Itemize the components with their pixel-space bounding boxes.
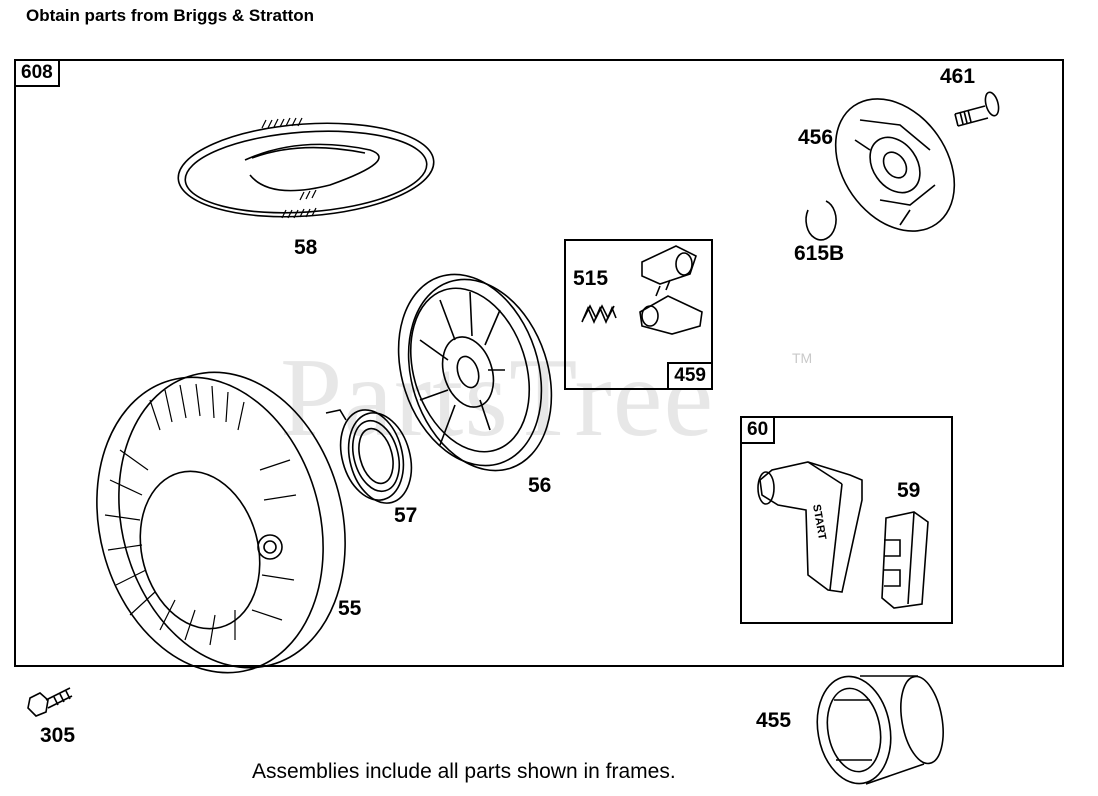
trademark-mark: TM bbox=[792, 350, 813, 366]
spring-part-515 bbox=[581, 304, 617, 325]
footer-note: Assemblies include all parts shown in fr… bbox=[252, 760, 676, 783]
frame-label-459: 459 bbox=[667, 362, 713, 390]
part-number-461: 461 bbox=[940, 65, 976, 88]
part-number-615b: 615B bbox=[794, 242, 845, 265]
insert-part-59 bbox=[881, 511, 929, 609]
part-number-456: 456 bbox=[798, 126, 834, 149]
rope-part-58 bbox=[177, 117, 435, 219]
screw-part-305 bbox=[27, 687, 73, 717]
part-number-305: 305 bbox=[40, 724, 76, 747]
cup-part-455 bbox=[816, 675, 944, 785]
part-number-59: 59 bbox=[897, 479, 921, 502]
housing-part-55 bbox=[96, 371, 346, 674]
spring-part-57 bbox=[325, 409, 413, 504]
frame-label-608: 608 bbox=[14, 59, 60, 87]
part-number-58: 58 bbox=[294, 236, 318, 259]
watermark: PartsTree bbox=[280, 336, 715, 460]
pawl-part-459 bbox=[639, 245, 703, 335]
pulley-part-56 bbox=[397, 273, 553, 472]
part-number-55: 55 bbox=[338, 597, 362, 620]
part-number-57: 57 bbox=[394, 504, 418, 527]
part-number-455: 455 bbox=[756, 709, 792, 732]
ratchet-part-456 bbox=[834, 98, 956, 232]
page-header: Obtain parts from Briggs & Stratton bbox=[26, 6, 315, 25]
assembly-frame-459: 459 bbox=[564, 239, 713, 390]
part-number-56: 56 bbox=[528, 474, 552, 497]
handle-part-60 bbox=[757, 461, 863, 593]
screw-part-461 bbox=[954, 91, 1000, 127]
assembly-frame-60: 60 bbox=[740, 416, 953, 624]
assembly-frame-608: 608 bbox=[14, 59, 1064, 667]
handle-start-text: START bbox=[810, 503, 828, 541]
part-number-515: 515 bbox=[573, 267, 609, 290]
frame-label-60: 60 bbox=[740, 416, 776, 444]
ring-part-615b bbox=[805, 200, 837, 241]
